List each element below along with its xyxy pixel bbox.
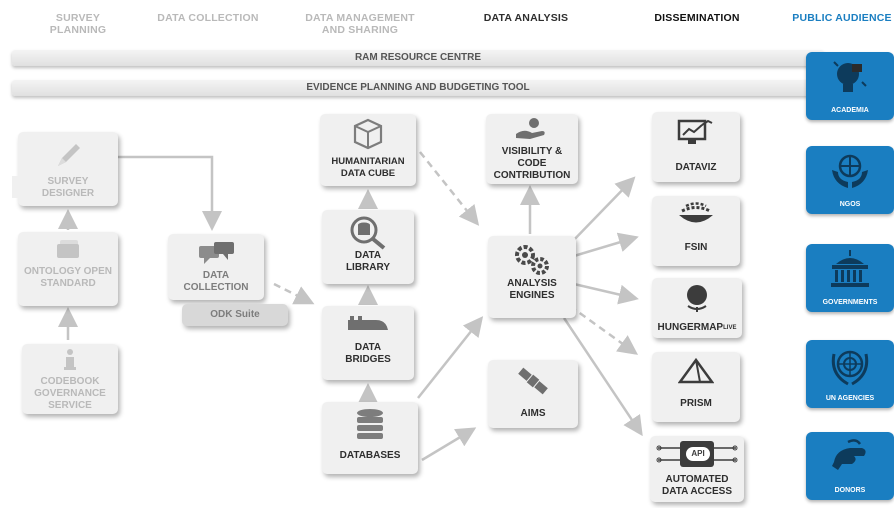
- audience-ngos[interactable]: NGOS: [806, 146, 894, 214]
- hungermap-label: HUNGERMAPLIVE: [652, 322, 742, 334]
- audience-governments[interactable]: GOVERNMENTS: [806, 244, 894, 312]
- chat-bubbles-icon: [199, 242, 234, 264]
- data-cube-label: HUMANITARIAN DATA CUBE: [331, 156, 405, 179]
- hungermap-title: HUNGERMAP: [657, 322, 724, 333]
- survey-designer-tab: [12, 176, 20, 198]
- ontology-label: ONTOLOGY OPEN STANDARD: [24, 266, 112, 289]
- un-agencies-label: UN AGENCIES: [825, 395, 875, 402]
- visibility-label: VISIBILITY & CODE CONTRIBUTION: [493, 146, 571, 181]
- ngos-label: NGOS: [839, 201, 861, 208]
- donors-label: DONORS: [834, 487, 866, 494]
- data-bridges-label: DATA BRIDGES: [345, 342, 391, 365]
- prism-box[interactable]: PRISM: [652, 352, 740, 422]
- audience-academia[interactable]: ACADEMIA: [806, 52, 894, 120]
- visibility-box[interactable]: VISIBILITY & CODE CONTRIBUTION: [486, 114, 578, 184]
- odk-suite-box[interactable]: ODK Suite: [182, 304, 288, 326]
- survey-designer-box[interactable]: SURVEY DESIGNER: [18, 132, 118, 206]
- magnifier-database-icon: [350, 216, 386, 250]
- cards-icon: [57, 240, 79, 258]
- databases-box[interactable]: DATABASES: [322, 402, 418, 474]
- hungermap-live-sup: LIVE: [723, 325, 737, 331]
- academia-label: ACADEMIA: [831, 107, 869, 114]
- info-icon: [64, 349, 76, 370]
- donating-hand-icon: [832, 439, 866, 470]
- data-library-box[interactable]: DATA LIBRARY: [322, 210, 414, 284]
- col-dissemination: DISSEMINATION: [654, 12, 740, 24]
- data-collection-label: DATA COLLECTION: [183, 270, 249, 293]
- automated-data-access-label: AUTOMATED DATA ACCESS: [662, 474, 732, 497]
- data-library-label: DATA LIBRARY: [345, 250, 391, 273]
- analysis-engines-label: ANALYSIS ENGINES: [507, 278, 557, 301]
- data-cube-box[interactable]: HUMANITARIAN DATA CUBE: [320, 114, 416, 186]
- col-data-analysis: DATA ANALYSIS: [483, 12, 569, 24]
- pen-icon: [58, 144, 80, 166]
- ram-resource-centre-banner: RAM RESOURCE CENTRE: [12, 50, 824, 66]
- hands-globe-icon: [832, 154, 868, 188]
- satellite-icon: [518, 367, 548, 395]
- cube-icon: [353, 118, 383, 150]
- dataviz-box[interactable]: DATAVIZ: [652, 112, 740, 182]
- hungermap-box[interactable]: HUNGERMAPLIVE: [652, 278, 742, 338]
- dataviz-label: DATAVIZ: [675, 162, 717, 173]
- prism-icon: [678, 358, 714, 384]
- audience-un-agencies[interactable]: UN AGENCIES: [806, 340, 894, 408]
- automated-data-access-box[interactable]: API AUTOMATED DATA ACCESS: [650, 436, 744, 502]
- col-survey-planning: SURVEY PLANNING: [49, 12, 107, 36]
- fsin-box[interactable]: FSIN: [652, 196, 740, 266]
- analysis-engines-box[interactable]: ANALYSIS ENGINES: [488, 236, 576, 318]
- col-data-management: DATA MANAGEMENT AND SHARING: [305, 12, 415, 36]
- databases-label: DATABASES: [339, 450, 401, 461]
- data-bridges-box[interactable]: DATA BRIDGES: [322, 306, 414, 380]
- fsin-label: FSIN: [684, 242, 708, 253]
- governments-label: GOVERNMENTS: [822, 299, 878, 306]
- audience-donors[interactable]: DONORS: [806, 432, 894, 500]
- gears-icon: [515, 245, 549, 275]
- col-public-audience: PUBLIC AUDIENCE: [792, 12, 892, 24]
- database-icon: [357, 409, 383, 439]
- col-data-collection: DATA COLLECTION: [157, 12, 259, 24]
- bridge-icon: [348, 316, 388, 330]
- aims-label: AIMS: [520, 408, 546, 419]
- un-emblem-icon: [831, 350, 869, 386]
- grain-bowl-icon: [679, 202, 713, 223]
- codebook-label: CODEBOOK GOVERNANCE SERVICE: [34, 376, 106, 411]
- prism-label: PRISM: [680, 398, 712, 409]
- hand-coin-icon: [516, 118, 545, 139]
- data-collection-box[interactable]: DATA COLLECTION: [168, 234, 264, 300]
- government-building-icon: [831, 250, 869, 287]
- ontology-box[interactable]: ONTOLOGY OPEN STANDARD: [18, 232, 118, 306]
- aims-box[interactable]: AIMS: [488, 360, 578, 428]
- chart-monitor-icon: [677, 119, 713, 144]
- lightbulb-puzzle-icon: [833, 61, 867, 92]
- codebook-box[interactable]: CODEBOOK GOVERNANCE SERVICE: [22, 344, 118, 414]
- survey-designer-label: SURVEY DESIGNER: [41, 176, 95, 199]
- api-label: API: [686, 447, 710, 461]
- epbt-banner: EVIDENCE PLANNING AND BUDGETING TOOL: [12, 80, 824, 96]
- globe-icon: [687, 285, 707, 312]
